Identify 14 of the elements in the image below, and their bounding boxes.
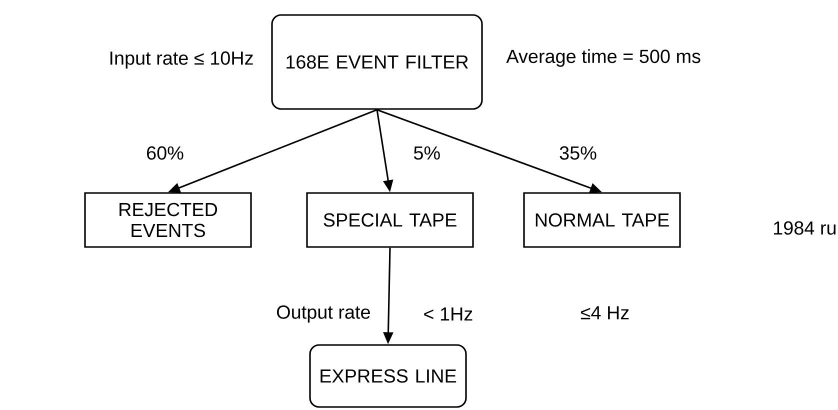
- rounded-box: 168E EVENT FILTER: [271, 14, 483, 110]
- rounded-box: EXPRESS LINE: [309, 344, 467, 408]
- annotation: Average time = 500 ms: [506, 49, 700, 67]
- label: 1984 ru: [774, 221, 836, 235]
- edge-label: 5%: [412, 145, 442, 161]
- process-box: SPECIAL TAPE: [306, 192, 474, 248]
- edge-label: < 1Hz: [422, 306, 474, 322]
- annotation: ≤4 Hz: [580, 306, 629, 320]
- process-box: NORMAL TAPE: [523, 192, 681, 248]
- label: Output rate: [277, 305, 370, 323]
- edge-label: 35%: [558, 145, 598, 161]
- edge-label: 60%: [145, 145, 185, 161]
- process-box: REJECTED EVENTS: [84, 192, 252, 248]
- annotation: Input rate ≤ 10Hz: [110, 51, 253, 69]
